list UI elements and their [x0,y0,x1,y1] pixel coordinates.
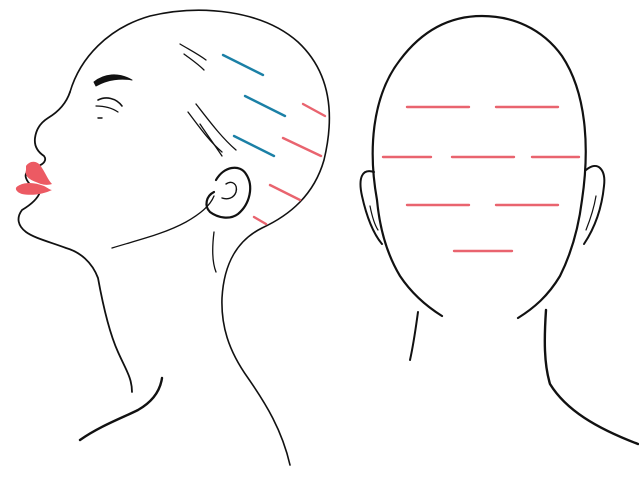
back-coral-strokes [383,107,579,251]
side-eye-lid [98,98,122,106]
side-neck-back-inner [213,232,216,272]
side-coral-stroke-4 [254,217,266,224]
side-eye-lash [96,106,118,112]
back-view-head [361,16,639,444]
side-coral-stroke-3 [270,185,300,200]
side-neck-front [80,378,162,440]
back-neck-left [410,312,418,360]
side-ear-inner [222,182,236,198]
back-neck-right [545,310,638,444]
side-coral-stroke-1 [303,104,325,116]
side-profile-head [19,10,330,465]
side-jaw-line [112,196,214,248]
side-teal-stroke-2 [245,96,285,116]
side-coral-stroke-2 [283,138,321,156]
side-eyebrow [94,75,132,86]
side-coral-strokes [254,104,325,224]
side-lips [16,162,52,195]
side-ear [207,168,251,218]
side-hair-strand-3 [200,124,222,156]
side-face-profile [19,92,132,392]
side-hair-strand-4 [180,44,206,60]
side-teal-stroke-1 [223,55,263,75]
side-teal-stroke-3 [234,136,274,156]
back-head-outline [373,16,586,318]
side-teal-strokes [223,55,285,156]
